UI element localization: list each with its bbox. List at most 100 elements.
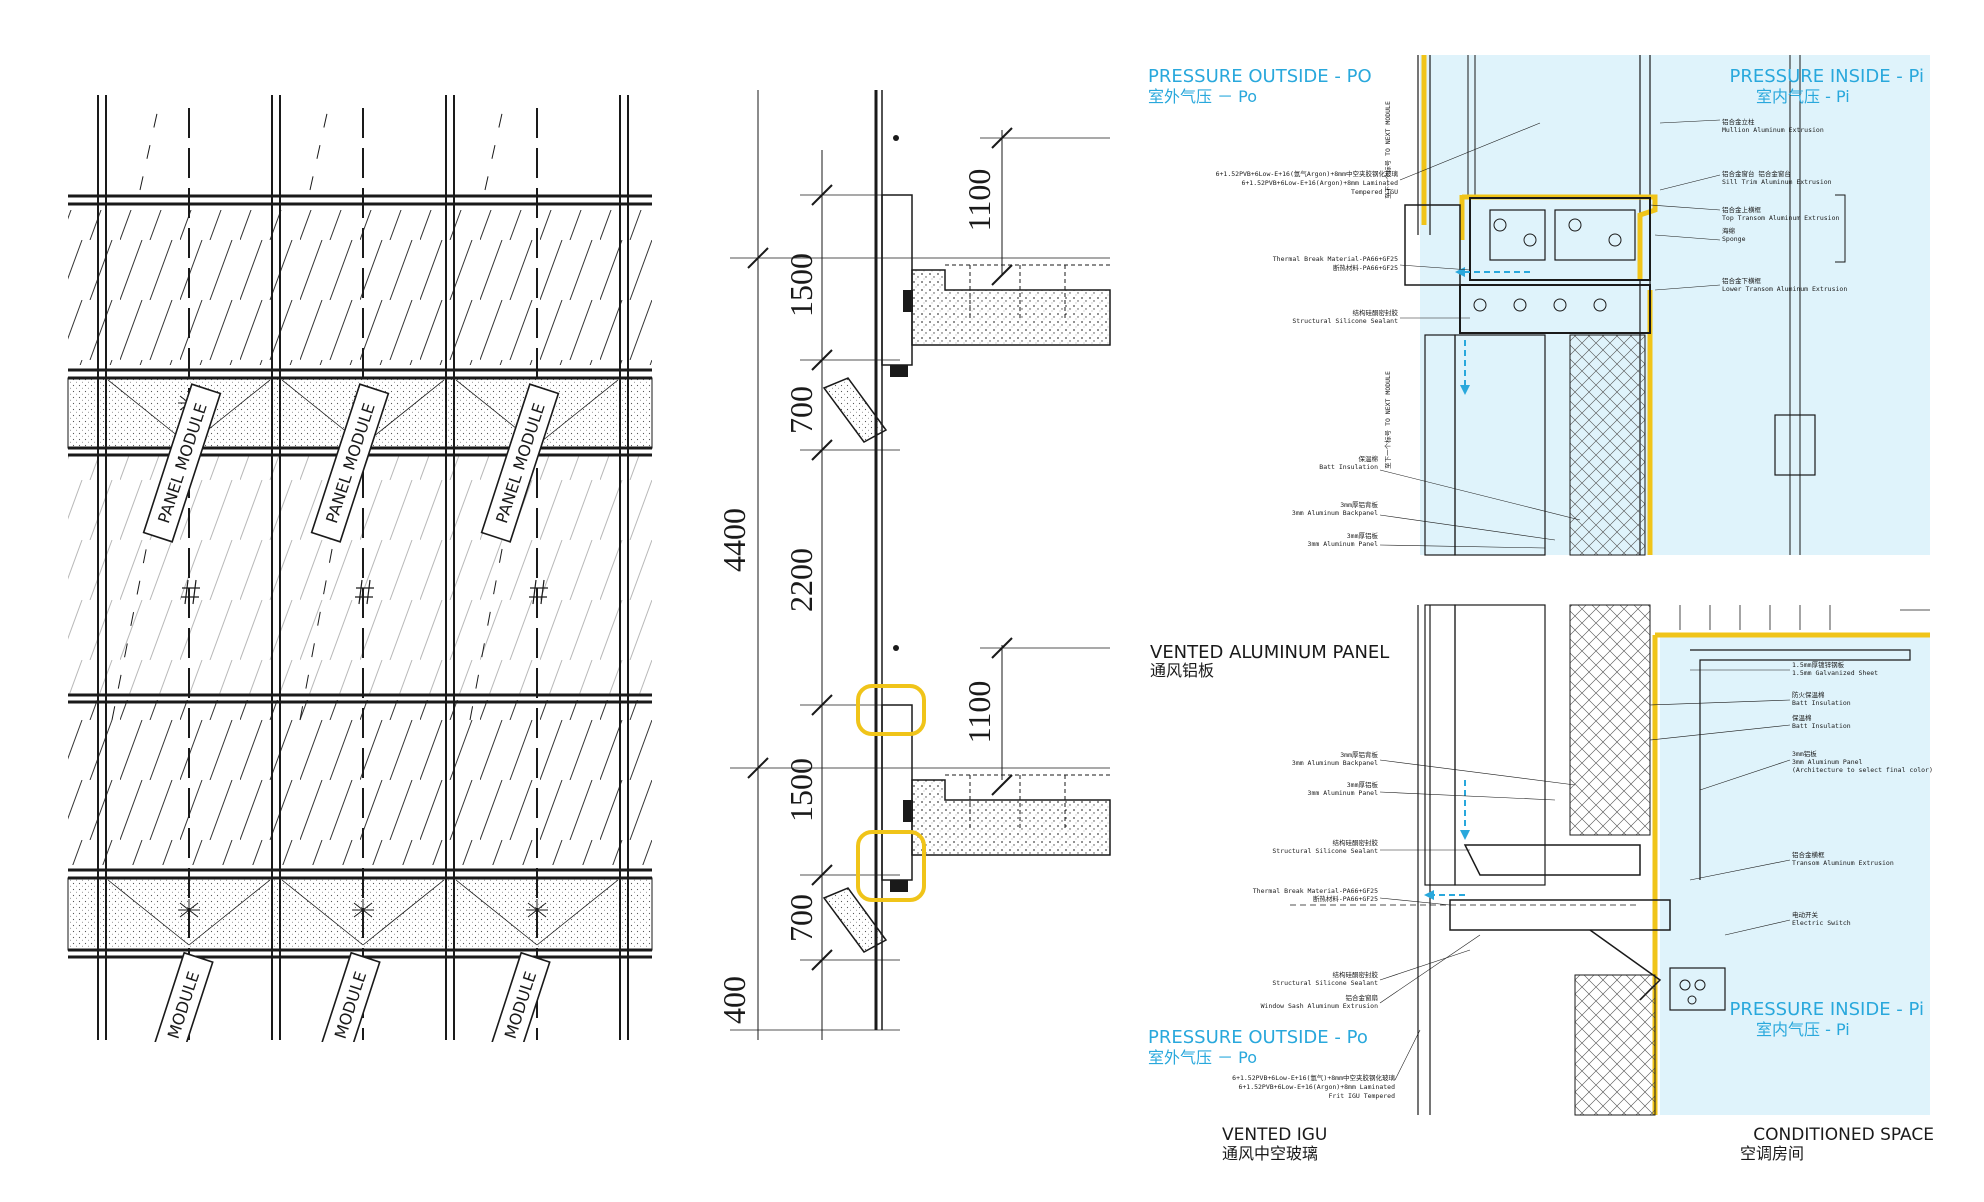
highlight-detail-lower bbox=[856, 830, 926, 902]
batt-insulation-upper bbox=[1569, 334, 1646, 556]
note: 防火保温棉 bbox=[1792, 690, 1825, 699]
dim-2200: 2200 bbox=[783, 548, 819, 612]
note: 3mm Aluminum Panel bbox=[1308, 789, 1379, 797]
pressure-inside-bot-cn: 室内气压 - Pi bbox=[1756, 1020, 1850, 1039]
note: Batt Insulation bbox=[1792, 699, 1851, 707]
top-transom bbox=[1469, 197, 1651, 281]
note: 6+1.52PVB+6Low-E+16(Argon)+8mm Laminated bbox=[1241, 179, 1398, 187]
leaders-lower bbox=[1379, 669, 1791, 1081]
vented-igu-cn: 通风中空玻璃 bbox=[1222, 1144, 1318, 1163]
vent-flap-bottom bbox=[822, 887, 888, 953]
dim-ticks bbox=[747, 127, 1013, 971]
detail-labels: PRESSURE OUTSIDE - PO 室外气压 － Po PRESSURE… bbox=[1148, 66, 1934, 1163]
note: 海绵 bbox=[1722, 226, 1736, 235]
note: 6+1.52PVB+6Low-E+16(Argon)+8mm Laminated bbox=[1238, 1083, 1395, 1091]
note: 铝合金窗台 铝合金窗台 bbox=[1722, 169, 1791, 178]
inside-zone-upper bbox=[1420, 55, 1930, 555]
note: (Architecture to select final color) bbox=[1792, 766, 1933, 774]
vertical-note-lower: 至下一个标号 TO NEXT MODULE bbox=[1383, 371, 1392, 469]
ceiling-hangers bbox=[1679, 605, 1930, 630]
spandrel-assembly-bottom bbox=[881, 704, 913, 881]
note: 电动开关 bbox=[1792, 910, 1819, 919]
spandrel-band-bottom bbox=[67, 877, 653, 951]
note: Batt Insulation bbox=[1792, 722, 1851, 730]
panel-module-tag-cut: MODULE bbox=[319, 951, 381, 1059]
note: Structural Silicone Sealant bbox=[1292, 317, 1398, 325]
note: Lower Transom Aluminum Extrusion bbox=[1722, 285, 1847, 293]
pressure-outside-top-en: PRESSURE OUTSIDE - PO bbox=[1148, 66, 1372, 87]
note: Frit IGU Tempered bbox=[1328, 1092, 1395, 1100]
note: 铝合金立柱 bbox=[1722, 117, 1755, 126]
pressure-outside-bot-cn: 室外气压 － Po bbox=[1148, 1048, 1257, 1067]
dim-1100-bottom: 1100 bbox=[961, 681, 997, 744]
pressure-outside-bot-en: PRESSURE OUTSIDE - Po bbox=[1148, 1027, 1368, 1048]
note: 1.5mm厚镀锌钢板 bbox=[1792, 660, 1845, 669]
note: 铝合金下横框 bbox=[1722, 276, 1762, 285]
electric-switch bbox=[1669, 967, 1726, 1011]
note: 3mm Aluminum Backpanel bbox=[1292, 759, 1378, 767]
wall-section bbox=[730, 90, 1111, 1040]
vertical-note-upper: 至下一个标号 TO NEXT MODULE bbox=[1383, 101, 1392, 199]
section-dimensions: 4400 1500 700 2200 1500 700 400 1100 110… bbox=[716, 169, 997, 1024]
detail-upper bbox=[1379, 55, 1930, 556]
note: 断热材料-PA66+GF25 bbox=[1313, 894, 1378, 903]
extrusion-chambers bbox=[1473, 218, 1622, 312]
panel-module-tag-cut: MODULE bbox=[489, 951, 551, 1059]
note: 铝合金窗扇 bbox=[1346, 993, 1379, 1002]
note: 断热材料-PA66+GF25 bbox=[1333, 263, 1398, 272]
glass-band-top bbox=[68, 210, 652, 365]
note: Sponge bbox=[1722, 235, 1746, 243]
module-centerlines bbox=[188, 108, 538, 1040]
spandrel-assembly-top bbox=[881, 194, 913, 366]
facade-elevation bbox=[67, 95, 653, 1040]
airflow-arrows-lower bbox=[1430, 780, 1466, 896]
airflow-arrows-upper bbox=[1460, 271, 1530, 390]
section-fixings bbox=[890, 135, 913, 892]
dim-700-top: 700 bbox=[783, 386, 819, 434]
hash-markers bbox=[181, 579, 548, 605]
note: Sill Trim Aluminum Extrusion bbox=[1722, 178, 1832, 186]
vent-flap-top bbox=[822, 377, 888, 443]
raised-floor-bottom bbox=[945, 774, 1110, 830]
note: Mullion Aluminum Extrusion bbox=[1722, 126, 1824, 134]
note: 3mm Aluminum Backpanel bbox=[1292, 509, 1378, 517]
pressure-outside-top-cn: 室外气压 － Po bbox=[1148, 87, 1257, 106]
vision-band-middle bbox=[68, 455, 652, 695]
spandrel-diagonals bbox=[107, 379, 619, 946]
pressure-inside-bot-en: PRESSURE INSIDE - Pi bbox=[1729, 999, 1924, 1020]
note: 3mm Aluminum Panel bbox=[1308, 540, 1379, 548]
note: 6+1.52PVB+6Low-E+16(氩气)+8mm中空夹胶钢化玻璃 bbox=[1232, 1073, 1395, 1082]
leaders-upper bbox=[1379, 119, 1721, 549]
note: 3mm铝板 bbox=[1792, 749, 1817, 758]
note: Thermal Break Material-PA66+GF25 bbox=[1253, 887, 1378, 895]
note: Structural Silicone Sealant bbox=[1272, 847, 1378, 855]
conditioned-space-en: CONDITIONED SPACE bbox=[1753, 1125, 1934, 1145]
dim-total: 4400 bbox=[716, 508, 752, 572]
note: Thermal Break Material-PA66+GF25 bbox=[1273, 255, 1398, 263]
pressure-inside-top-en: PRESSURE INSIDE - Pi bbox=[1729, 66, 1924, 87]
note: 结构硅酮密封胶 bbox=[1333, 970, 1379, 979]
annotation-notes-top-left: 6+1.52PVB+6Low-E+16(氩气Argon)+8mm中空夹胶钢化玻璃… bbox=[1216, 169, 1399, 548]
dim-400: 400 bbox=[716, 976, 752, 1024]
note: 保温棉 bbox=[1792, 713, 1812, 722]
lower-transom bbox=[1459, 284, 1651, 334]
dim-700-bottom: 700 bbox=[783, 894, 819, 942]
note: Electric Switch bbox=[1792, 919, 1851, 927]
pressure-inside-top-cn: 室内气压 - Pi bbox=[1756, 87, 1850, 106]
conditioned-space-cn: 空调房间 bbox=[1740, 1144, 1804, 1163]
annotation-notes-bottom-right: 1.5mm厚镀锌钢板 1.5mm Galvanized Sheet 防火保温棉 … bbox=[1792, 660, 1933, 927]
batt-insulation-lower bbox=[1569, 604, 1651, 836]
mullions bbox=[97, 95, 629, 1040]
dim-1500-top: 1500 bbox=[783, 253, 819, 317]
note: 结构硅酮密封胶 bbox=[1353, 308, 1399, 317]
note: 铝合金横框 bbox=[1792, 850, 1825, 859]
panel-module-tag-cut: MODULE bbox=[152, 951, 214, 1059]
note: Transom Aluminum Extrusion bbox=[1792, 859, 1894, 867]
note: 3mm厚铝板 bbox=[1347, 531, 1379, 540]
transoms bbox=[68, 194, 652, 959]
dim-1500-bottom: 1500 bbox=[783, 758, 819, 822]
note: 3mm Aluminum Panel bbox=[1792, 758, 1863, 766]
raised-floor-top bbox=[945, 264, 1110, 320]
note: 6+1.52PVB+6Low-E+16(氩气Argon)+8mm中空夹胶钢化玻璃 bbox=[1216, 169, 1399, 178]
